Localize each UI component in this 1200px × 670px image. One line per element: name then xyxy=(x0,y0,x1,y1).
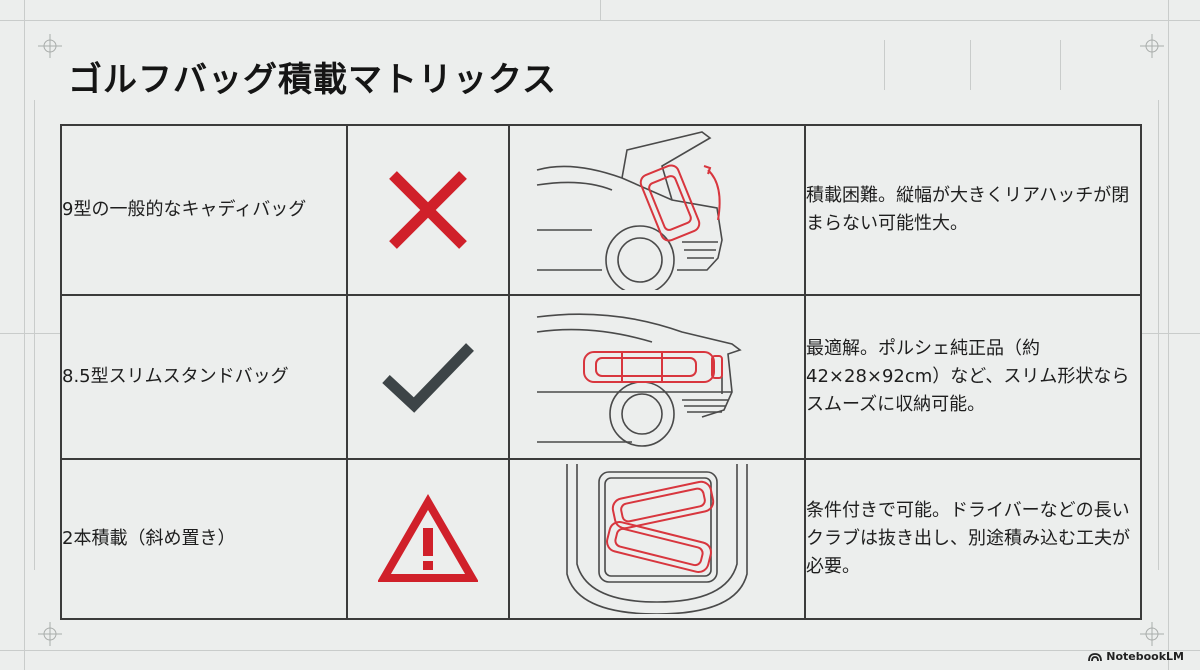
description-text: 積載困難。縦幅が大きくリアハッチが閉まらない可能性大。 xyxy=(804,124,1142,296)
bag-type-label: 8.5型スリムスタンドバッグ xyxy=(60,294,348,460)
notebooklm-logo-icon xyxy=(1088,652,1103,661)
checkmark-icon xyxy=(382,343,474,413)
car-rear-hatch-open-illustration xyxy=(536,131,723,290)
frame-tick-c xyxy=(1060,40,1061,90)
frame-tick-d xyxy=(600,0,601,20)
table-row: 8.5型スリムスタンドバッグ xyxy=(60,294,1142,460)
frame-line-mid xyxy=(0,333,60,334)
trunk-top-view-illustration xyxy=(566,464,748,614)
frame-line-right xyxy=(1168,0,1169,670)
cross-icon xyxy=(389,171,467,249)
table-row: 9型の一般的なキャディバッグ xyxy=(60,124,1142,296)
status-cell xyxy=(346,458,510,620)
illustration-cell xyxy=(508,458,806,620)
description-text: 最適解。ポルシェ純正品（約42×28×92cm）など、スリム形状ならスムーズに収… xyxy=(804,294,1142,460)
car-rear-hatch-closed-illustration xyxy=(536,313,742,447)
status-cell xyxy=(346,294,510,460)
brand-badge: NotebookLM xyxy=(1088,650,1184,663)
corner-crosshair-icon xyxy=(38,34,62,58)
brand-name: NotebookLM xyxy=(1106,650,1184,663)
illustration-cell xyxy=(508,294,806,460)
corner-crosshair-icon xyxy=(1140,622,1164,646)
corner-crosshair-icon xyxy=(38,622,62,646)
status-cell xyxy=(346,124,510,296)
frame-line-bottom xyxy=(0,650,1200,651)
frame-line-right-inner xyxy=(1158,100,1159,570)
frame-line-top xyxy=(0,20,1200,21)
frame-tick-a xyxy=(884,40,885,90)
bag-type-label: 9型の一般的なキャディバッグ xyxy=(60,124,348,296)
table-row: 2本積載（斜め置き） xyxy=(60,458,1142,620)
frame-tick-b xyxy=(970,40,971,90)
frame-line-mid-right xyxy=(1140,333,1200,334)
frame-line-left xyxy=(24,0,25,670)
bag-type-label: 2本積載（斜め置き） xyxy=(60,458,348,620)
corner-crosshair-icon xyxy=(1140,34,1164,58)
page-title: ゴルフバッグ積載マトリックス xyxy=(68,60,557,100)
description-text: 条件付きで可能。ドライバーなどの長いクラブは抜き出し、別途積み込む工夫が必要。 xyxy=(804,458,1142,620)
illustration-cell xyxy=(508,124,806,296)
loading-matrix-table: 9型の一般的なキャディバッグ xyxy=(60,124,1142,620)
frame-line-left-inner xyxy=(34,100,35,570)
warning-icon xyxy=(378,494,478,582)
